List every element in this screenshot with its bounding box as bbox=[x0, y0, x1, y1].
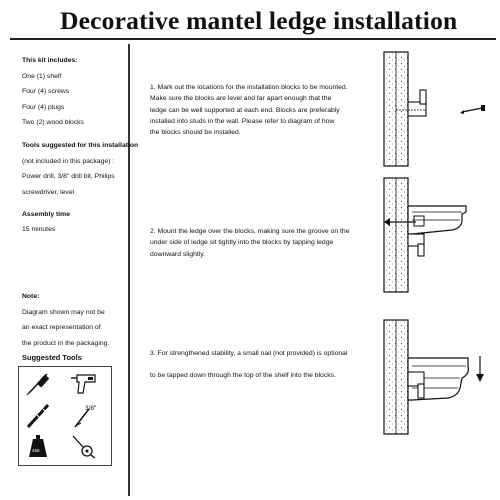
kit-item: Four (4) screws bbox=[22, 88, 70, 95]
drill-bit-size-label: 3/8" bbox=[85, 405, 97, 412]
drill-bit-size-icon: 3/8" bbox=[69, 403, 99, 429]
tools-heading: Tools suggested for this installation bbox=[22, 142, 139, 149]
step-line: ledge can be well supported at each end.… bbox=[150, 106, 340, 114]
kit-item: Two (2) wood blocks bbox=[22, 119, 84, 126]
note-section: Note: Diagram shown may not be an exact … bbox=[22, 291, 126, 349]
kit-section: This kit includes: One (1) shelf Four (4… bbox=[22, 55, 126, 129]
tools-section: Tools suggested for this installation (n… bbox=[22, 140, 139, 198]
page-title: Decorative mantel ledge installation bbox=[60, 6, 458, 35]
note-line: Diagram shown may not be bbox=[22, 308, 105, 316]
kit-item: Four (4) plugs bbox=[22, 103, 65, 111]
suggested-tools-section: Suggested Tools bbox=[22, 352, 126, 364]
screwdriver-icon bbox=[26, 373, 50, 396]
screw-icon bbox=[460, 105, 485, 114]
note-heading: Note: bbox=[22, 293, 40, 300]
nail-arrow-icon bbox=[476, 356, 484, 382]
step-line: under side of ledge sit tightly into the… bbox=[150, 239, 334, 247]
assembly-section: Assembly time 15 minutes bbox=[22, 209, 126, 235]
step-line bbox=[150, 359, 368, 370]
step-2-text: 2. Mount the ledge over the blocks, maki… bbox=[150, 226, 368, 260]
step-line: 3. For strengthened stability, a small n… bbox=[150, 350, 348, 357]
assembly-heading: Assembly time bbox=[22, 211, 70, 218]
kit-item: One (1) shelf bbox=[22, 72, 62, 80]
step-line: 2. Mount the ledge over the blocks, maki… bbox=[150, 228, 350, 235]
title-rule bbox=[10, 38, 496, 40]
assembly-value: 15 minutes bbox=[22, 225, 56, 233]
step-2-diagram bbox=[383, 177, 467, 293]
kit-heading: This kit includes: bbox=[22, 57, 78, 64]
step-3-text: 3. For strengthened stability, a small n… bbox=[150, 348, 368, 382]
step-1-text: 1. Mark out the locations for the instal… bbox=[150, 82, 368, 138]
mount-arrow-icon bbox=[384, 215, 425, 227]
step-line: Make sure the blocks are level and far a… bbox=[150, 95, 332, 103]
level-icon: 456 bbox=[23, 433, 53, 459]
note-line: the product in the packaging. bbox=[22, 339, 110, 347]
step-line: the blocks should be installed. bbox=[150, 129, 241, 137]
tools-line: (not included in this package) : bbox=[22, 157, 115, 165]
step-line: 1. Mark out the locations for the instal… bbox=[150, 84, 348, 91]
power-drill-icon bbox=[71, 374, 96, 394]
level-label: 456 bbox=[32, 448, 40, 453]
suggested-tools-panel: 3/8" 456 bbox=[18, 366, 112, 466]
note-line: an exact representation of bbox=[22, 324, 101, 331]
step-1-diagram bbox=[383, 51, 485, 167]
tools-line: Power drill, 3/8" drill bit, Philips bbox=[22, 173, 115, 180]
tape-measure-icon bbox=[72, 435, 96, 459]
step-line: installed into studs in the wall. Please… bbox=[150, 117, 335, 125]
column-divider bbox=[128, 44, 130, 496]
suggested-tools-heading: Suggested Tools bbox=[22, 353, 82, 362]
drill-bit-icon bbox=[26, 403, 50, 429]
step-line: to be tapped down through the top of the… bbox=[150, 372, 336, 380]
step-line: downward slightly. bbox=[150, 250, 206, 258]
tools-line: screwdriver, level bbox=[22, 188, 75, 196]
step-3-diagram bbox=[383, 319, 484, 435]
